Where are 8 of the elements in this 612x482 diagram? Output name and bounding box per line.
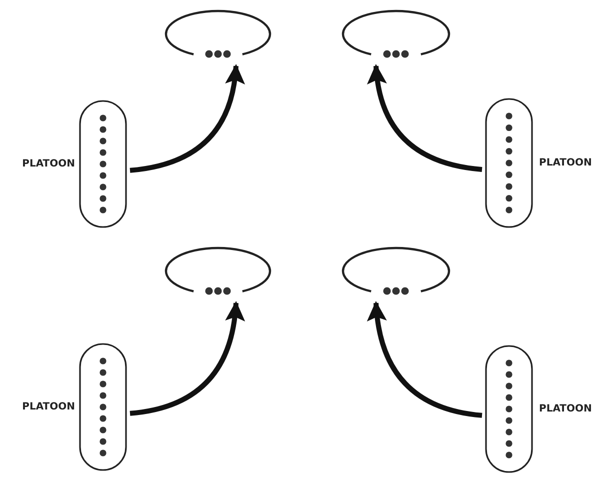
platoon-label: PLATOON bbox=[539, 404, 592, 414]
curved-arrow bbox=[368, 301, 482, 418]
curved-arrow bbox=[130, 301, 244, 416]
platoon-label: PLATOON bbox=[22, 158, 75, 170]
curved-arrow bbox=[368, 64, 482, 172]
platoon-label: PLATOON bbox=[539, 158, 592, 168]
platoon-label: PLATOON bbox=[22, 402, 75, 412]
curved-arrow bbox=[130, 64, 244, 173]
